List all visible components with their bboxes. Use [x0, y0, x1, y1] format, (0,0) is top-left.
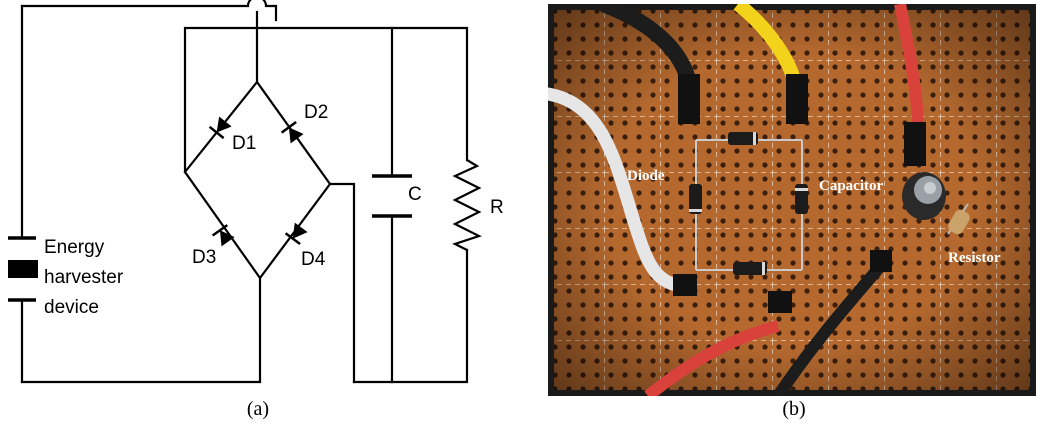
label-source-line2: harvester [44, 267, 124, 288]
wire-yellow [733, 4, 800, 79]
label-d2: D2 [304, 102, 328, 123]
label-resistor: R [490, 197, 504, 218]
caption-a: (a) [246, 398, 270, 420]
photo-label-resistor: Resistor [948, 250, 1001, 266]
wire-top-source [20, 0, 278, 22]
diode-d2-symbol [280, 121, 304, 144]
wire-right-node [328, 182, 356, 384]
capacitor-symbol [372, 174, 412, 218]
label-source-line3: device [44, 297, 99, 318]
label-d1: D1 [232, 133, 256, 154]
diode-d1-symbol [208, 116, 232, 140]
diode-d4-symbol [284, 222, 308, 245]
connector-black [678, 74, 700, 124]
breadboard-photo: Diode Capacitor Resistor [548, 4, 1036, 396]
connector-yellow-black [786, 74, 808, 124]
connector-red [904, 122, 926, 166]
connector-white [673, 274, 697, 296]
rectifier-schematic: D1 D2 D3 D4 C R Energy harvester device [8, 0, 504, 384]
label-capacitor: C [408, 184, 422, 205]
connector-black-bottom [870, 250, 892, 272]
energy-harvester-symbol [8, 236, 38, 302]
wire-bottom-load [352, 248, 469, 384]
label-d4: D4 [301, 249, 326, 270]
wire-top-rail [183, 26, 469, 174]
caption-b: (b) [782, 398, 806, 420]
label-d3: D3 [192, 247, 216, 268]
wire-red-top [894, 4, 924, 123]
photo-label-diode: Diode [627, 168, 665, 184]
diode-components [689, 132, 808, 275]
wire-red-bottom [644, 320, 780, 396]
wire-black-bottom [773, 258, 889, 396]
capacitor-component [902, 172, 946, 220]
connector-red-bottom [768, 291, 792, 313]
wire-black-top-left [600, 4, 696, 82]
resistor-component [947, 203, 970, 235]
wire-bottom [20, 276, 262, 384]
label-source-line1: Energy [44, 237, 105, 258]
diode-d3-symbol [211, 224, 235, 247]
resistor-symbol [452, 159, 482, 251]
wire-white [548, 87, 690, 293]
photo-label-capacitor: Capacitor [819, 178, 883, 194]
